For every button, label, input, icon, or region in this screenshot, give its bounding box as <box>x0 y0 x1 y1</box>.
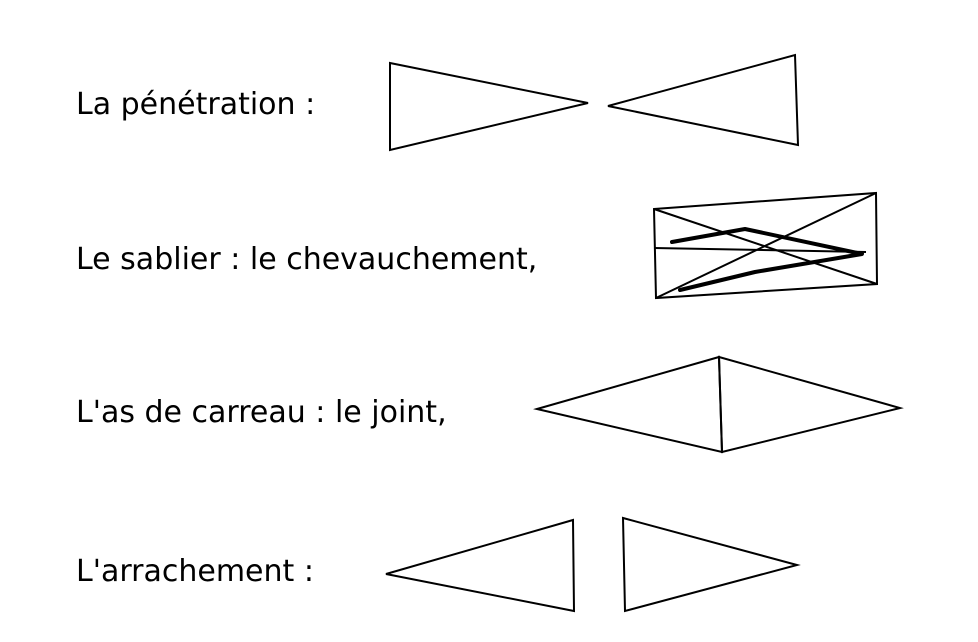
joint-right-triangle <box>717 355 904 454</box>
sablier-scribble <box>670 227 864 292</box>
arrachement-right-triangle <box>621 516 801 613</box>
penetration-right-triangle <box>607 53 800 147</box>
penetration-left-triangle <box>389 61 589 152</box>
label-penetration: La pénétration : <box>76 87 316 122</box>
label-sablier: Le sablier : le chevauchement, <box>76 242 538 277</box>
sablier-diagonal-up <box>655 192 877 299</box>
arrachement-figure <box>385 516 801 613</box>
label-arrachement: L'arrachement : <box>76 554 314 589</box>
joint-left-triangle <box>533 355 724 454</box>
as-de-carreau-figure <box>533 355 904 454</box>
penetration-figure <box>389 53 800 152</box>
arrachement-left-triangle <box>385 518 576 613</box>
sablier-figure <box>652 191 879 300</box>
label-as-de-carreau: L'as de carreau : le joint, <box>76 395 447 430</box>
sablier-mid-left-upper <box>653 247 867 253</box>
